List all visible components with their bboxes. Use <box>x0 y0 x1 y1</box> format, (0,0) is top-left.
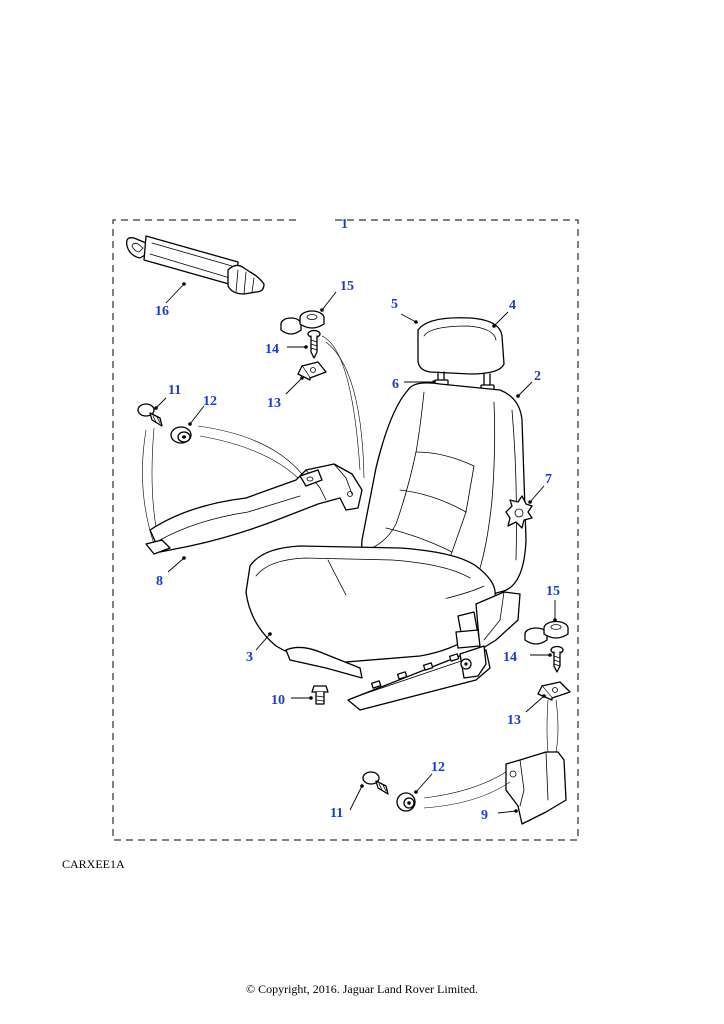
callout-12-lower: 12 <box>431 760 445 775</box>
callout-2: 2 <box>534 369 541 384</box>
left-side-trim <box>145 463 363 573</box>
seat-belt-buckle <box>126 235 265 304</box>
seat-cushion <box>245 545 496 663</box>
callout-7: 7 <box>545 472 552 487</box>
seat-frame <box>285 591 521 711</box>
illustration-code: CARXEE1A <box>62 857 125 871</box>
upper-cap <box>280 291 337 335</box>
lower-cap <box>524 600 569 645</box>
lower-grommet <box>396 773 433 812</box>
frame-bolt <box>291 685 329 705</box>
callout-10: 10 <box>271 693 285 708</box>
callout-3: 3 <box>246 650 253 665</box>
callout-14-upper: 14 <box>265 342 279 357</box>
callout-14-lower: 14 <box>503 650 517 665</box>
callout-15-upper: 15 <box>340 279 354 294</box>
callout-15-lower: 15 <box>546 584 560 599</box>
callout-11-lower: 11 <box>330 806 343 821</box>
callout-4: 4 <box>509 298 516 313</box>
upper-screw <box>287 329 321 359</box>
callout-16: 16 <box>155 304 169 319</box>
left-grommet <box>170 405 205 444</box>
recline-knob <box>505 485 545 529</box>
lower-screw <box>530 645 564 673</box>
assembly-boundary <box>112 219 579 841</box>
callout-5: 5 <box>391 297 398 312</box>
callout-11-upper: 11 <box>168 383 181 398</box>
callout-13-lower: 13 <box>507 713 521 728</box>
callout-13-upper: 13 <box>267 396 281 411</box>
seat-back <box>361 381 533 601</box>
copyright-notice: © Copyright, 2016. Jaguar Land Rover Lim… <box>245 982 479 996</box>
callout-8: 8 <box>156 574 163 589</box>
callout-12-upper: 12 <box>203 394 217 409</box>
right-side-trim <box>497 751 567 825</box>
headrest <box>400 311 509 391</box>
callout-1: 1 <box>341 217 348 232</box>
left-screw <box>137 397 167 427</box>
callout-6: 6 <box>392 377 399 392</box>
callout-9: 9 <box>481 808 488 823</box>
upper-clip <box>285 361 327 395</box>
lower-left-screw <box>349 771 389 811</box>
lower-clip <box>525 681 571 713</box>
